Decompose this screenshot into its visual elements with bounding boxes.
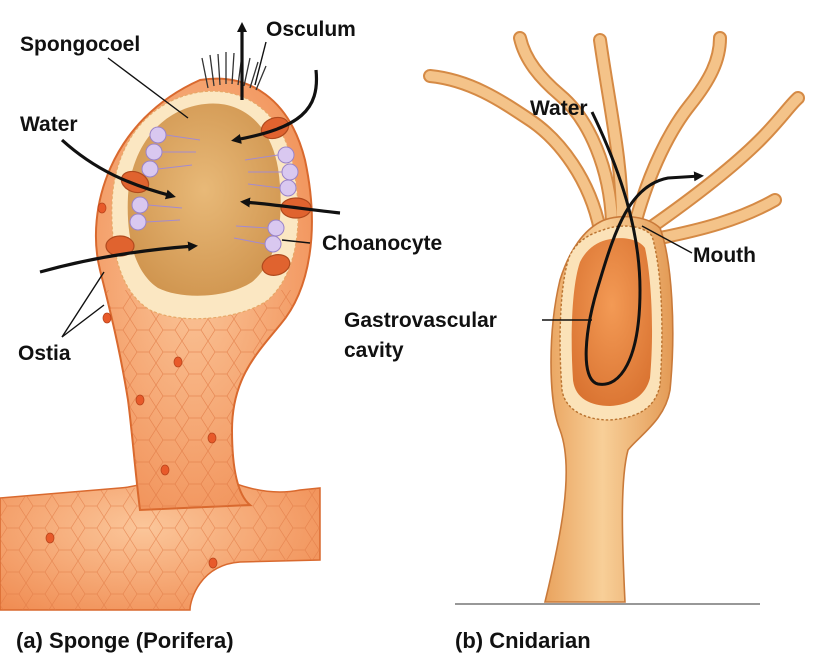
- sponge-water-flow: [39, 22, 341, 274]
- inflow-arrow-top: [231, 69, 319, 144]
- label-sponge-water: Water: [20, 113, 78, 136]
- label-ostia: Ostia: [18, 342, 71, 365]
- cnidarian-leader-lines: [542, 225, 693, 321]
- caption-cnidarian-text: Cnidarian: [489, 628, 591, 653]
- cnidarian-illustration: [423, 31, 805, 605]
- caption-cnidarian: (b) Cnidarian: [455, 630, 591, 652]
- osculum-bristles: [201, 52, 267, 91]
- flagella: [145, 134, 282, 245]
- tentacles: [423, 31, 805, 245]
- label-mouth: Mouth: [693, 244, 756, 267]
- gastrovascular-cavity: [571, 238, 653, 406]
- caption-sponge: (a) Sponge (Porifera): [16, 630, 234, 652]
- inflow-arrow-left-upper: [60, 138, 176, 200]
- inflow-arrow-right: [240, 197, 341, 215]
- caption-sponge-text: Sponge (Porifera): [49, 628, 234, 653]
- caption-sponge-tag: (a): [16, 628, 43, 653]
- label-gastrovascular-line2: cavity: [344, 339, 404, 362]
- caption-cnidarian-tag: (b): [455, 628, 484, 653]
- cnidarian-water-flow-arrow: [584, 111, 704, 386]
- label-cnidarian-water: Water: [530, 97, 588, 120]
- label-choanocyte: Choanocyte: [322, 232, 443, 255]
- label-osculum: Osculum: [266, 18, 356, 41]
- label-spongocoel: Spongocoel: [20, 33, 141, 56]
- label-gastrovascular-line1: Gastrovascular: [344, 309, 497, 332]
- choanocyte-cells: [129, 126, 299, 253]
- inflow-arrow-left-lower: [39, 241, 198, 274]
- sponge-leader-lines: [61, 41, 311, 338]
- porocyte-dots: [45, 202, 218, 569]
